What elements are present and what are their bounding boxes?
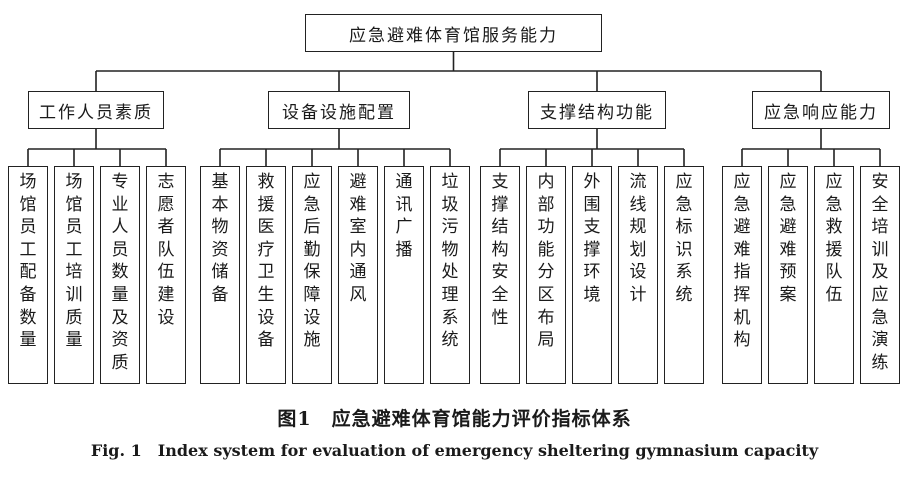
indicator-node-1-5: 垃圾污物处理系统: [430, 166, 470, 384]
indicator-node-0-2: 专业人员数量及资质: [100, 166, 140, 384]
indicator-node-1-4-label: 通讯广播: [395, 172, 413, 260]
indicator-node-3-3-label: 安全培训及应急演练: [871, 172, 889, 373]
category-node-3-label: 应急响应能力: [764, 102, 878, 123]
indicator-node-1-5-label: 垃圾污物处理系统: [441, 172, 459, 351]
indicator-node-3-3: 安全培训及应急演练: [860, 166, 900, 384]
indicator-node-3-0: 应急避难指挥机构: [722, 166, 762, 384]
indicator-node-1-2: 应急后勤保障设施: [292, 166, 332, 384]
indicator-node-2-1-label: 内部功能分区布局: [537, 172, 555, 351]
root-node-label: 应急避难体育馆服务能力: [349, 25, 558, 46]
indicator-node-1-4: 通讯广播: [384, 166, 424, 384]
category-node-3: 应急响应能力: [752, 91, 890, 129]
indicator-node-0-2-label: 专业人员数量及资质: [111, 172, 129, 373]
category-node-0-label: 工作人员素质: [39, 102, 153, 123]
indicator-node-1-1: 救援医疗卫生设备: [246, 166, 286, 384]
indicator-node-2-2: 外围支撑环境: [572, 166, 612, 384]
indicator-node-3-2-label: 应急救援队伍: [825, 172, 843, 305]
tree-connectors: [27, 52, 881, 166]
indicator-node-3-2: 应急救援队伍: [814, 166, 854, 384]
indicator-node-2-4-label: 应急标识系统: [675, 172, 693, 305]
indicator-node-0-3: 志愿者队伍建设: [146, 166, 186, 384]
indicator-node-2-4: 应急标识系统: [664, 166, 704, 384]
indicator-node-0-3-label: 志愿者队伍建设: [157, 172, 175, 328]
category-node-0: 工作人员素质: [28, 91, 164, 129]
indicator-node-2-1: 内部功能分区布局: [526, 166, 566, 384]
indicator-node-0-0: 场馆员工配备数量: [8, 166, 48, 384]
indicator-node-3-0-label: 应急避难指挥机构: [733, 172, 751, 351]
indicator-node-1-3-label: 避难室内通风: [349, 172, 367, 305]
category-node-2-label: 支撑结构功能: [540, 102, 654, 123]
indicator-node-0-1: 场馆员工培训质量: [54, 166, 94, 384]
indicator-node-0-0-label: 场馆员工配备数量: [19, 172, 37, 351]
root-node: 应急避难体育馆服务能力: [305, 14, 602, 52]
category-node-1: 设备设施配置: [268, 91, 410, 129]
figure-caption-en: Fig. 1 Index system for evaluation of em…: [90, 441, 819, 460]
indicator-node-1-2-label: 应急后勤保障设施: [303, 172, 321, 351]
indicator-node-1-0: 基本物资储备: [200, 166, 240, 384]
indicator-node-2-2-label: 外围支撑环境: [583, 172, 601, 305]
category-node-2: 支撑结构功能: [528, 91, 666, 129]
indicator-node-0-1-label: 场馆员工培训质量: [65, 172, 83, 351]
indicator-node-1-1-label: 救援医疗卫生设备: [257, 172, 275, 351]
category-node-1-label: 设备设施配置: [282, 102, 396, 123]
indicator-node-1-3: 避难室内通风: [338, 166, 378, 384]
indicator-node-2-3: 流线规划设计: [618, 166, 658, 384]
indicator-node-2-0: 支撑结构安全性: [480, 166, 520, 384]
indicator-node-2-0-label: 支撑结构安全性: [491, 172, 509, 328]
indicator-node-2-3-label: 流线规划设计: [629, 172, 647, 305]
indicator-node-3-1-label: 应急避难预案: [779, 172, 797, 305]
indicator-node-3-1: 应急避难预案: [768, 166, 808, 384]
indicator-node-1-0-label: 基本物资储备: [211, 172, 229, 305]
figure-caption-zh: 图1 应急避难体育馆能力评价指标体系: [277, 408, 632, 430]
